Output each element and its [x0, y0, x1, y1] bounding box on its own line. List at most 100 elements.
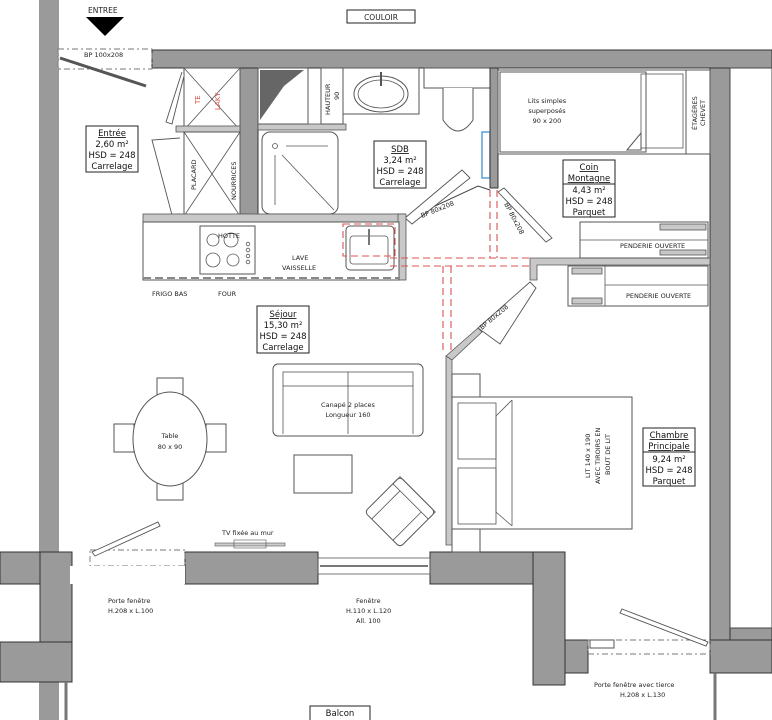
fenetre-label-2: H.110 x L.120 [346, 607, 391, 615]
dining-table [132, 391, 208, 487]
room-label-entree: Entrée 2,60 m² HSD = 248 Carrelage [85, 125, 139, 173]
svg-text:Carrelage: Carrelage [91, 162, 132, 172]
porte-tierce-label-2: H.208 x L.130 [620, 691, 665, 699]
sejour-french-window[interactable] [91, 521, 161, 557]
svg-text:3,24 m²: 3,24 m² [383, 156, 416, 166]
bed-label-2: AVEC TIROIRS EN [594, 428, 602, 484]
placard-label: PLACARD [190, 159, 198, 190]
svg-text:2,60 m²: 2,60 m² [95, 140, 128, 150]
lave-label: LAVE [292, 254, 308, 262]
room-label-coin-montagne: Coin Montagne 4,43 m² HSD = 248 Parquet [562, 159, 616, 218]
penderie-1-label: PENDERIE OUVERTE [620, 242, 685, 250]
shower-drain [272, 143, 278, 149]
wc-cistern [423, 67, 491, 89]
svg-text:Parquet: Parquet [573, 208, 606, 218]
svg-text:HSD = 248: HSD = 248 [88, 151, 135, 161]
svg-text:Carrelage: Carrelage [379, 178, 420, 188]
bedside-shelves [685, 69, 711, 155]
chevet-label: CHEVET [699, 100, 707, 126]
entrance-door-leaf[interactable] [59, 56, 147, 88]
svg-text:Carrelage: Carrelage [262, 343, 303, 353]
bed-label-3: BOUT DE LIT [604, 434, 612, 475]
wall-bottom-pier [532, 551, 566, 686]
table-label-2: 80 x 90 [158, 443, 183, 451]
coffee-table [293, 454, 353, 494]
bed-label-1: LIT 140 x 190 [584, 434, 592, 478]
svg-text:9,24 m²: 9,24 m² [652, 455, 685, 465]
table-label-1: Table [161, 432, 179, 440]
chambre-door[interactable] [477, 281, 537, 345]
chambre-french-window-opening [587, 639, 711, 655]
wc-label-laky: LAKY [214, 92, 222, 110]
fenetre-label-3: All. 100 [356, 617, 381, 625]
porte-tierce-label-1: Porte fenêtre avec tierce [594, 681, 674, 689]
toilet [442, 88, 474, 132]
coin-montagne-door[interactable] [497, 187, 553, 243]
balcony-label: Balcon [326, 709, 355, 719]
svg-text:Séjour: Séjour [269, 309, 297, 320]
kitchen-sink [345, 225, 395, 271]
cupboard-divider [175, 125, 241, 133]
placard-door[interactable] [151, 137, 181, 216]
double-bed [451, 396, 633, 530]
nightstand-bottom [451, 527, 481, 553]
room-label-sdb: SDB 3,24 m² HSD = 248 Carrelage [373, 140, 427, 189]
wall-bottom-mid [184, 551, 319, 585]
bunk-label-2: superposés [528, 107, 566, 115]
pmr-circle-kitchen [342, 223, 396, 257]
svg-text:SDB: SDB [391, 145, 409, 155]
chair-left [113, 423, 135, 453]
wall-coin-chambre [529, 257, 711, 281]
bunk-label-1: Lits simples [528, 97, 567, 105]
wc-door[interactable] [165, 71, 185, 125]
room-label-sejour: Séjour 15,30 m² HSD = 248 Carrelage [256, 305, 310, 354]
entrance-label: ENTREE [88, 6, 118, 15]
hauteur-label: HAUTEUR [324, 83, 332, 115]
hauteur-value: 90 [333, 92, 341, 100]
tv [214, 542, 286, 547]
entrance-door-label[interactable]: BP 100x208 [84, 51, 123, 59]
sdb-shelf-wall [257, 123, 347, 131]
svg-text:Chambre: Chambre [650, 431, 689, 441]
nourrices-label: NOURRICES [230, 162, 238, 200]
entrance-door-opening [57, 48, 153, 70]
bunk-label-3: 90 x 200 [533, 117, 562, 125]
etageres-label: ÉTAGÈRES [690, 96, 699, 130]
svg-text:HSD = 248: HSD = 248 [376, 167, 423, 177]
sofa-label-2: Longueur 160 [325, 411, 370, 419]
nightstand-top [451, 373, 481, 399]
tv-label: TV fixée au mur [221, 529, 274, 537]
wall-bottom-pier-foot [564, 639, 589, 674]
wc-label-te: TE [194, 95, 202, 105]
room-label-chambre: Chambre Principale 9,24 m² HSD = 248 Par… [642, 427, 696, 487]
wall-bottom-left-return [0, 641, 73, 683]
svg-text:HSD = 248: HSD = 248 [565, 197, 612, 207]
svg-text:Parquet: Parquet [653, 477, 686, 487]
bunk-bed [499, 71, 647, 153]
towel-radiator [481, 131, 491, 179]
chair-right [205, 423, 227, 453]
balcony-label-box [309, 705, 371, 720]
svg-text:Coin: Coin [580, 163, 599, 173]
corner-shelf-fill [260, 70, 304, 120]
svg-text:Principale: Principale [648, 442, 689, 452]
armchair [365, 476, 436, 547]
corridor-label: COULOIR [364, 13, 398, 22]
wall-top [151, 49, 772, 69]
window-fenetre[interactable] [317, 557, 431, 575]
sejour-french-window-opening [89, 549, 186, 567]
svg-text:15,30 m²: 15,30 m² [264, 321, 303, 331]
corridor-label-box [346, 9, 416, 24]
svg-text:Entrée: Entrée [98, 128, 126, 139]
sofa-label-1: Canapé 2 places [321, 401, 376, 409]
chambre-french-window[interactable] [619, 608, 709, 647]
vaisselle-label: VAISSELLE [282, 264, 316, 272]
sdb-door[interactable] [404, 169, 471, 225]
four-label: FOUR [218, 290, 237, 298]
svg-text:HSD = 248: HSD = 248 [645, 466, 692, 476]
fenetre-label-1: Fenêtre [356, 597, 381, 605]
wall-bottom-right [709, 639, 772, 674]
hotte-label: HOTTE [218, 232, 240, 240]
tierce-fixed-panel [589, 639, 615, 649]
